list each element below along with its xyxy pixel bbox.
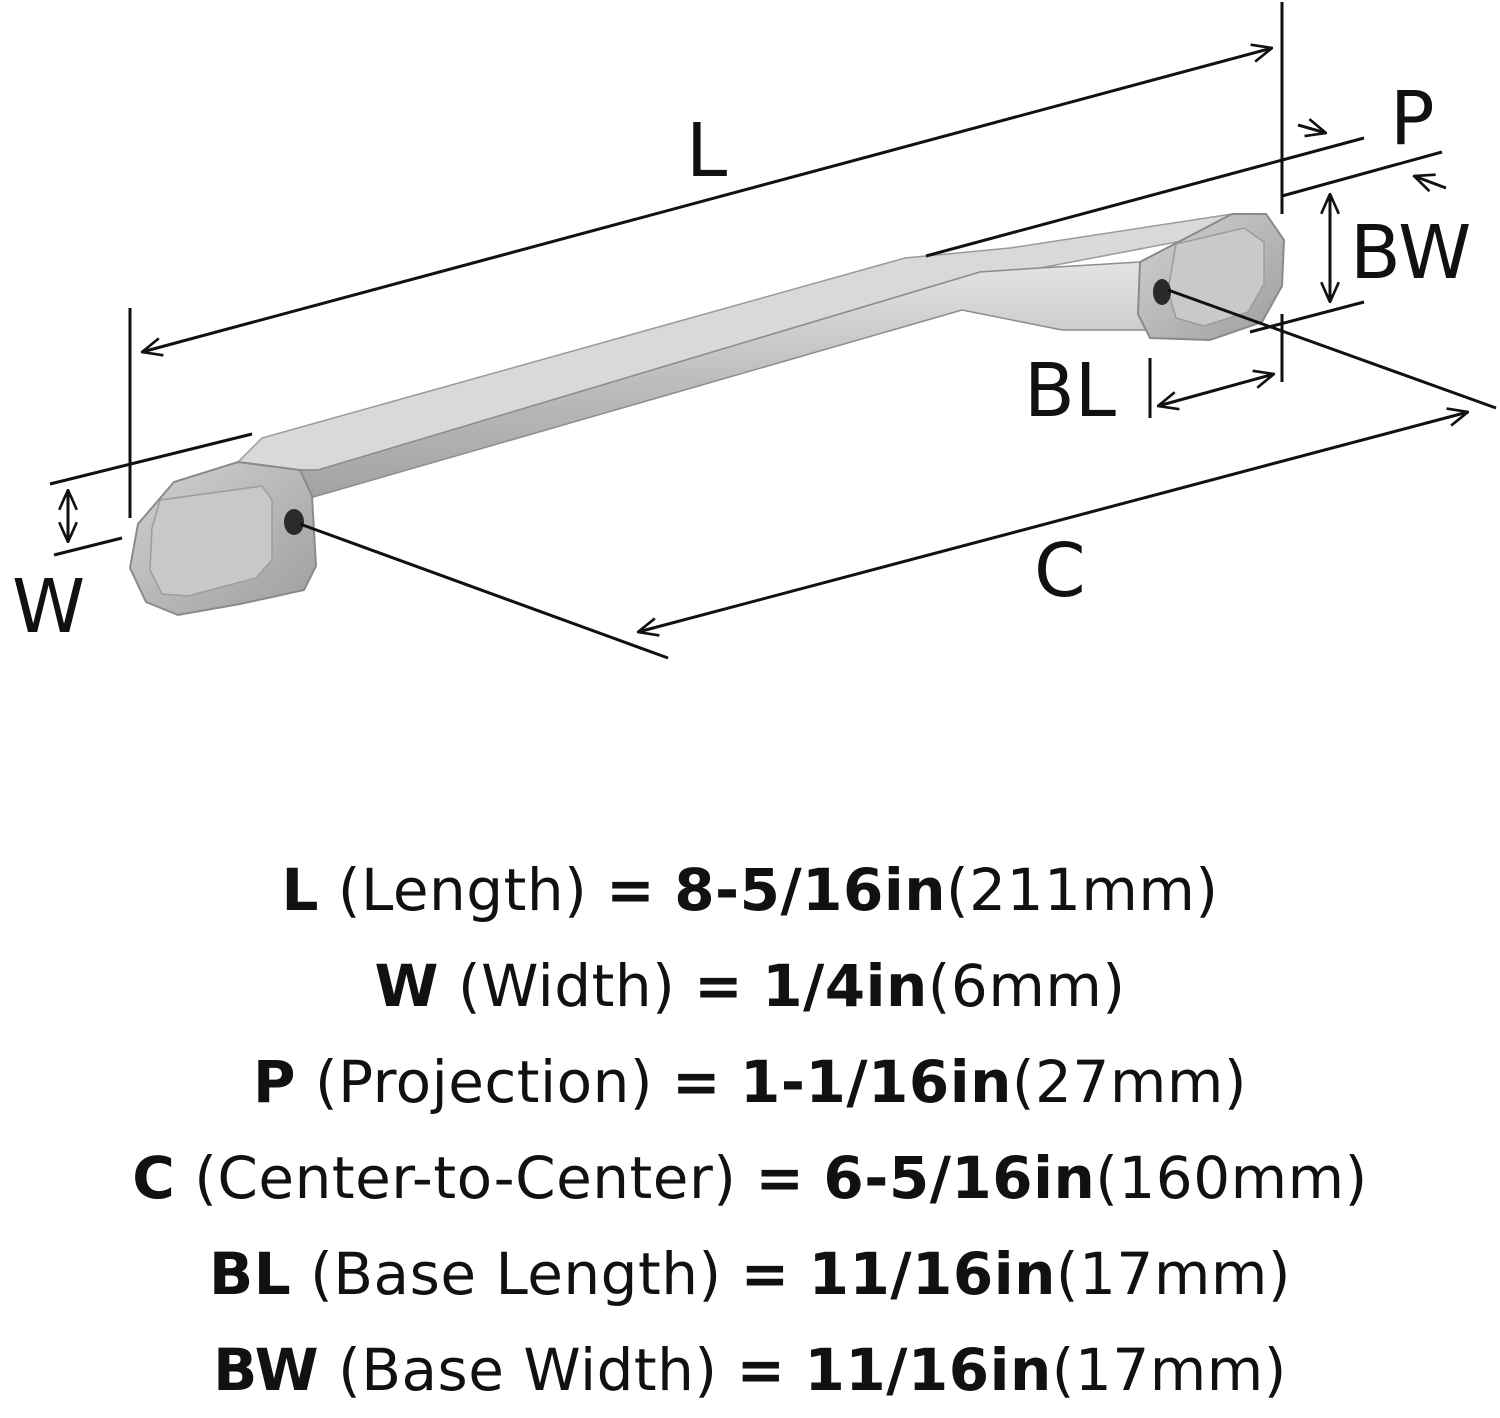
spec-code: L [281, 856, 319, 924]
dimension-diagram: L P BW BL W C [12, 2, 1497, 660]
handle-left-base-recess [149, 485, 273, 597]
spec-metric: (6mm) [927, 952, 1126, 1020]
left-mount-hole [284, 509, 304, 535]
spec-imperial: 8-5/16in [674, 856, 947, 924]
spec-equals: = [606, 856, 656, 924]
spec-row-base-width: BW (Base Width) = 11/16in(17mm) [0, 1322, 1500, 1418]
spec-metric: (17mm) [1051, 1336, 1287, 1404]
bl-dimension-line [1158, 374, 1274, 406]
spec-imperial: 1-1/16in [740, 1048, 1012, 1116]
spec-equals: = [755, 1144, 805, 1212]
dimension-lines [49, 2, 1497, 660]
spec-name: (Center-to-Center) [194, 1144, 737, 1212]
spec-equals: = [671, 1048, 722, 1116]
spec-code: BW [213, 1336, 320, 1404]
label-l: L [686, 108, 727, 194]
spec-metric: (160mm) [1095, 1144, 1368, 1212]
specification-list: L (Length) = 8-5/16in(211mm) W (Width) =… [0, 842, 1500, 1418]
p-extension-bottom [1281, 150, 1443, 198]
p-extension-top [925, 136, 1365, 258]
spec-name: (Base Width) [338, 1336, 718, 1404]
spec-name: (Base Length) [310, 1240, 722, 1308]
spec-row-projection: P (Projection) = 1-1/16in(27mm) [0, 1034, 1500, 1130]
c-extension-right [1167, 288, 1497, 410]
label-c: C [1034, 528, 1086, 614]
c-extension-left [299, 522, 669, 660]
spec-code: BL [209, 1240, 292, 1308]
spec-name: (Projection) [314, 1048, 654, 1116]
spec-metric: (27mm) [1011, 1048, 1247, 1116]
label-bw: BW [1350, 210, 1471, 296]
spec-equals: = [694, 952, 744, 1020]
w-extension-top [49, 432, 253, 486]
spec-imperial: 1/4in [762, 952, 928, 1020]
w-extension-bottom [53, 536, 123, 557]
spec-metric: (17mm) [1055, 1240, 1291, 1308]
p-arrow-upper [1297, 125, 1326, 133]
spec-code: C [132, 1144, 176, 1212]
label-w: W [12, 564, 85, 650]
l-dimension-line [142, 48, 1272, 352]
p-arrow-lower [1414, 176, 1447, 188]
spec-row-width: W (Width) = 1/4in(6mm) [0, 938, 1500, 1034]
spec-name: (Length) [337, 856, 588, 924]
spec-code: P [253, 1048, 297, 1116]
label-bl: BL [1024, 348, 1116, 434]
right-mount-hole [1153, 279, 1171, 305]
spec-row-center-to-center: C (Center-to-Center) = 6-5/16in(160mm) [0, 1130, 1500, 1226]
spec-imperial: 11/16in [804, 1336, 1052, 1404]
spec-name: (Width) [457, 952, 676, 1020]
c-dimension-line [638, 412, 1468, 632]
spec-row-base-length: BL (Base Length) = 11/16in(17mm) [0, 1226, 1500, 1322]
spec-code: W [374, 952, 440, 1020]
spec-imperial: 11/16in [808, 1240, 1056, 1308]
label-p: P [1390, 76, 1435, 162]
spec-equals: = [736, 1336, 786, 1404]
spec-metric: (211mm) [946, 856, 1219, 924]
spec-row-length: L (Length) = 8-5/16in(211mm) [0, 842, 1500, 938]
spec-imperial: 6-5/16in [823, 1144, 1096, 1212]
spec-equals: = [740, 1240, 790, 1308]
